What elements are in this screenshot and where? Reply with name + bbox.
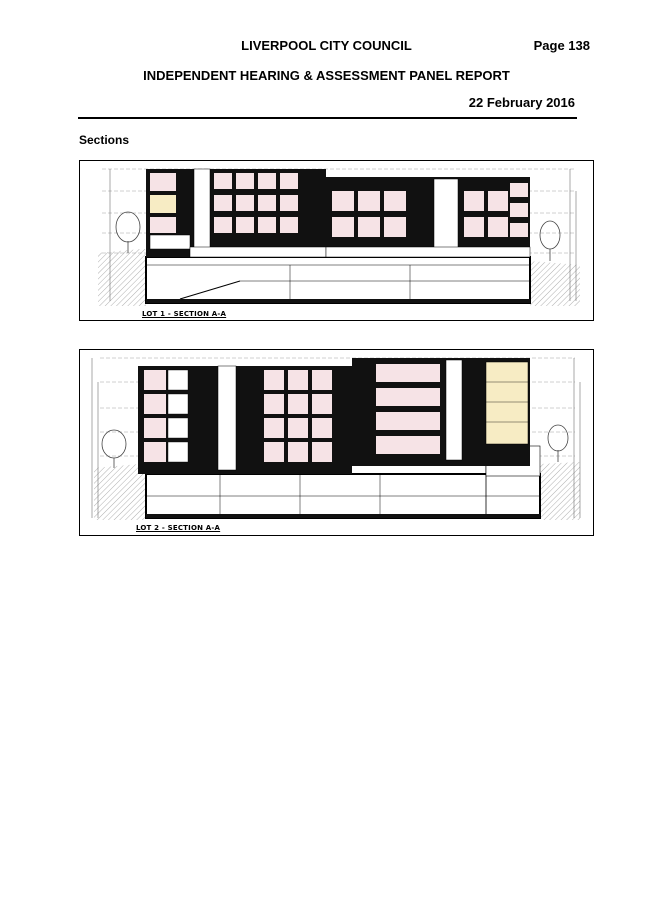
building-right-2 xyxy=(352,358,530,466)
lot2-section-svg xyxy=(91,357,581,520)
lot2-section-drawing: LOT 2 - SECTION A-A xyxy=(79,349,594,536)
council-name: LIVERPOOL CITY COUNCIL xyxy=(241,38,412,53)
ground-hatch-2 xyxy=(94,462,580,520)
building-left xyxy=(146,168,327,258)
building-right xyxy=(325,177,531,258)
report-title: INDEPENDENT HEARING & ASSESSMENT PANEL R… xyxy=(143,68,510,83)
lot1-section-drawing: LOT 1 - SECTION A-A xyxy=(79,160,594,321)
page-number: Page 138 xyxy=(533,38,590,53)
tree-right-icon-2 xyxy=(547,424,569,462)
tree-right-icon xyxy=(539,220,561,261)
dimension-lines-2 xyxy=(91,358,581,518)
building-left-2 xyxy=(138,365,352,474)
dimension-lines xyxy=(109,169,577,301)
lot1-section-svg xyxy=(98,168,580,306)
section-heading: Sections xyxy=(79,133,130,147)
report-date: 22 February 2016 xyxy=(468,95,575,110)
basement xyxy=(145,256,531,304)
tree-left-icon-2 xyxy=(101,429,127,468)
lot1-caption: LOT 1 - SECTION A-A xyxy=(142,310,227,318)
header-divider xyxy=(78,117,577,119)
lot2-caption: LOT 2 - SECTION A-A xyxy=(136,524,221,532)
tree-left-icon xyxy=(115,211,141,253)
